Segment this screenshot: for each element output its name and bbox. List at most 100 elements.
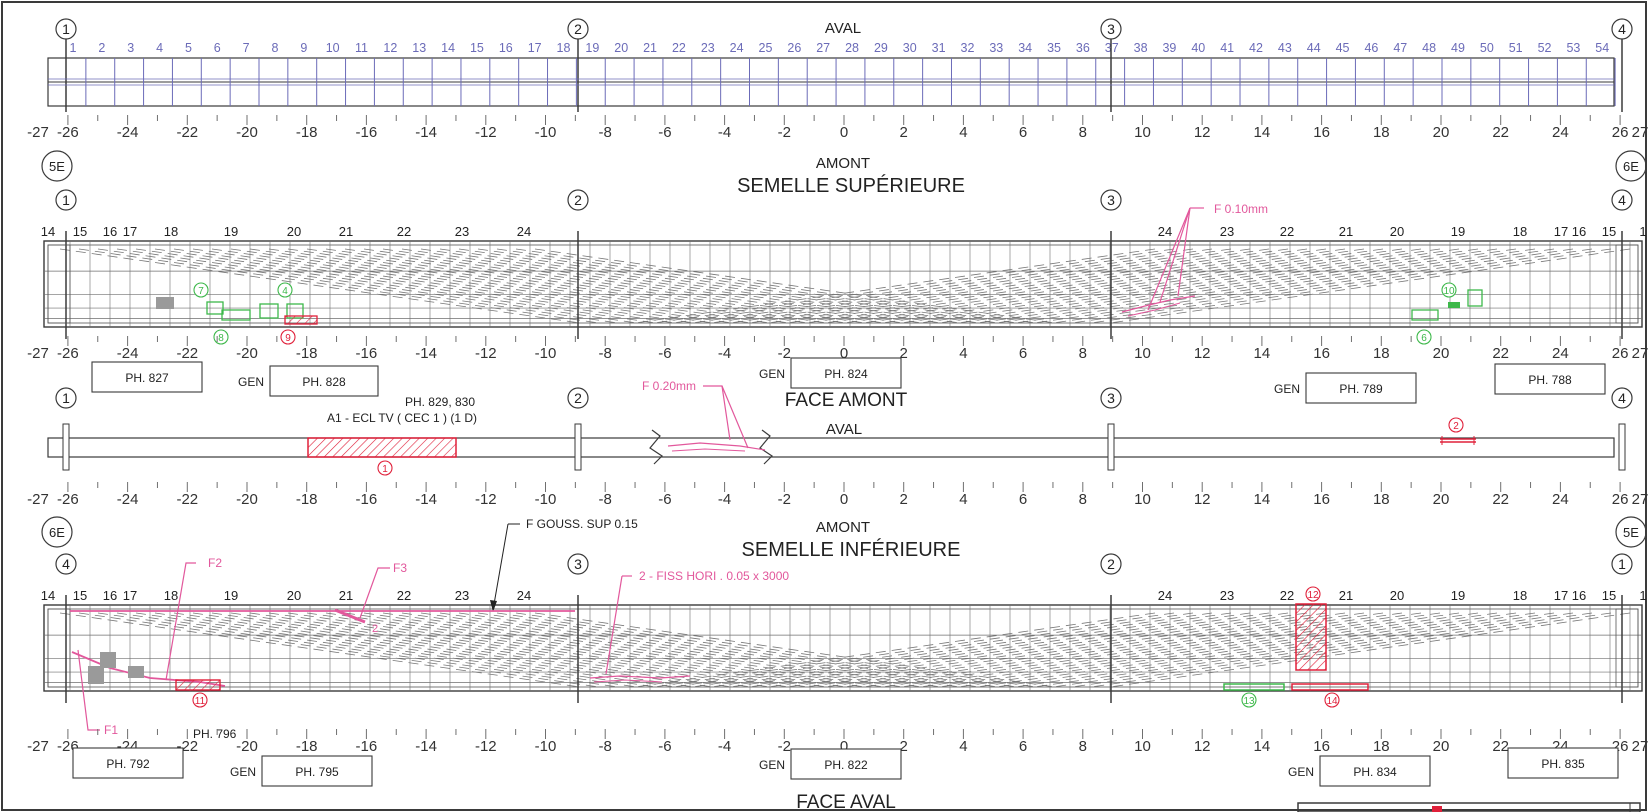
face-amont-body — [47, 423, 1626, 471]
axis-label: 2 — [574, 21, 582, 37]
segment-number: 50 — [1480, 41, 1494, 55]
flange-hatch — [1109, 248, 1631, 324]
ruler-label: -12 — [475, 345, 497, 362]
flange-end-box — [47, 244, 71, 324]
ruler-label: -16 — [356, 738, 378, 755]
ruler-label: 16 — [1313, 124, 1330, 141]
face-amont-stiffener — [1618, 423, 1626, 471]
station-number: 24 — [1158, 224, 1172, 239]
ruler-label: 12 — [1194, 124, 1211, 141]
ruler-label: -26 — [57, 124, 79, 141]
flange-hatch — [268, 612, 790, 688]
flange-hatch — [135, 612, 657, 688]
marker-red-12: 12 — [1305, 586, 1321, 602]
axis-label: 4 — [62, 556, 70, 572]
ruler-label: 18 — [1373, 124, 1390, 141]
lower-fiss-annotation: 2 - FISS HORI . 0.05 x 3000 — [589, 569, 789, 683]
station-number: 23 — [1220, 224, 1234, 239]
axis-marker: 2 — [567, 18, 589, 40]
flange-end-box — [1615, 244, 1639, 324]
ruler-label: 4 — [959, 124, 967, 141]
flange-hatch — [458, 612, 980, 688]
station-number: 22 — [1280, 224, 1294, 239]
station-number: 24 — [517, 224, 531, 239]
ruler-label: 18 — [1373, 738, 1390, 755]
flange-hatch — [230, 612, 752, 688]
axis-marker: 4 — [1611, 189, 1633, 211]
marker-red-14: 14 — [1324, 692, 1340, 708]
station-number: 16 — [103, 588, 117, 603]
flange-hatch — [729, 248, 1251, 324]
flange-hatch — [1033, 612, 1555, 688]
ruler-label: -27 — [27, 491, 49, 508]
segment-number: 54 — [1595, 41, 1609, 55]
flange-hatch — [116, 612, 638, 688]
face-amont-outline — [47, 437, 1615, 458]
flange-hatch — [496, 248, 1018, 324]
ruler-label: -16 — [356, 124, 378, 141]
segment-number: 18 — [557, 41, 571, 55]
segment-number: 32 — [961, 41, 975, 55]
ruler-label: 16 — [1313, 491, 1330, 508]
flange-hatch — [116, 248, 638, 324]
ruler-label: 14 — [1254, 345, 1271, 362]
station-number: 19 — [1451, 588, 1465, 603]
station-number: 22 — [397, 588, 411, 603]
ruler-label: 0 — [840, 345, 848, 362]
flange-hatch — [135, 248, 657, 324]
flange-hatch — [154, 612, 676, 688]
station-number: 15 — [1602, 588, 1616, 603]
ruler-label: 14 — [1254, 124, 1271, 141]
ruler-label: 26 — [1612, 345, 1629, 362]
label-f2: F2 — [208, 556, 222, 570]
segment-number: 45 — [1336, 41, 1350, 55]
axis-marker: 1 — [55, 387, 77, 409]
ruler-label: -26 — [57, 491, 79, 508]
segment-number: 16 — [499, 41, 513, 55]
segment-number: 29 — [874, 41, 888, 55]
lower-crack-f1: F1 — [77, 649, 118, 737]
segment-number: 9 — [300, 41, 307, 55]
axis-label: 4 — [1618, 192, 1626, 208]
ruler-label: 22 — [1492, 738, 1509, 755]
ruler-label: 6 — [1019, 491, 1027, 508]
flange-hatch — [748, 612, 1270, 688]
segment-number: 15 — [470, 41, 484, 55]
upper-green-zone-e — [1411, 309, 1439, 321]
lower-amont-label: AMONT — [816, 519, 870, 536]
flange-hatch — [534, 248, 1056, 324]
ruler-label: -8 — [599, 491, 612, 508]
station-number: 17 — [1554, 224, 1568, 239]
flange-hatch — [420, 248, 942, 324]
station-number: 15 — [73, 224, 87, 239]
segment-number: 51 — [1509, 41, 1523, 55]
marker-number: 1 — [382, 464, 388, 475]
flange-hatch — [710, 612, 1232, 688]
ruler-label: 6 — [1019, 345, 1027, 362]
segment-number: 17 — [528, 41, 542, 55]
axis-marker: 3 — [1100, 189, 1122, 211]
ruler-label: 8 — [1079, 345, 1087, 362]
marker-green-13: 13 — [1241, 692, 1257, 708]
flange-hatch — [420, 612, 942, 688]
marker-number: 7 — [198, 286, 204, 297]
flange-outline — [43, 604, 1643, 692]
ruler-label: 12 — [1194, 491, 1211, 508]
upper-green-zone-f — [1467, 289, 1483, 307]
ruler-label: 27 — [1632, 124, 1648, 141]
ruler-label: -27 — [27, 345, 49, 362]
title-block-corner — [1297, 802, 1641, 812]
face-amont-crack-annotation: F 0.20mm — [642, 379, 766, 452]
station-number: 23 — [455, 588, 469, 603]
flange-hatch — [672, 612, 1194, 688]
flange-hatch — [439, 612, 961, 688]
ruler-label: -22 — [176, 491, 198, 508]
segment-number: 53 — [1566, 41, 1580, 55]
flange-hatch — [173, 612, 695, 688]
